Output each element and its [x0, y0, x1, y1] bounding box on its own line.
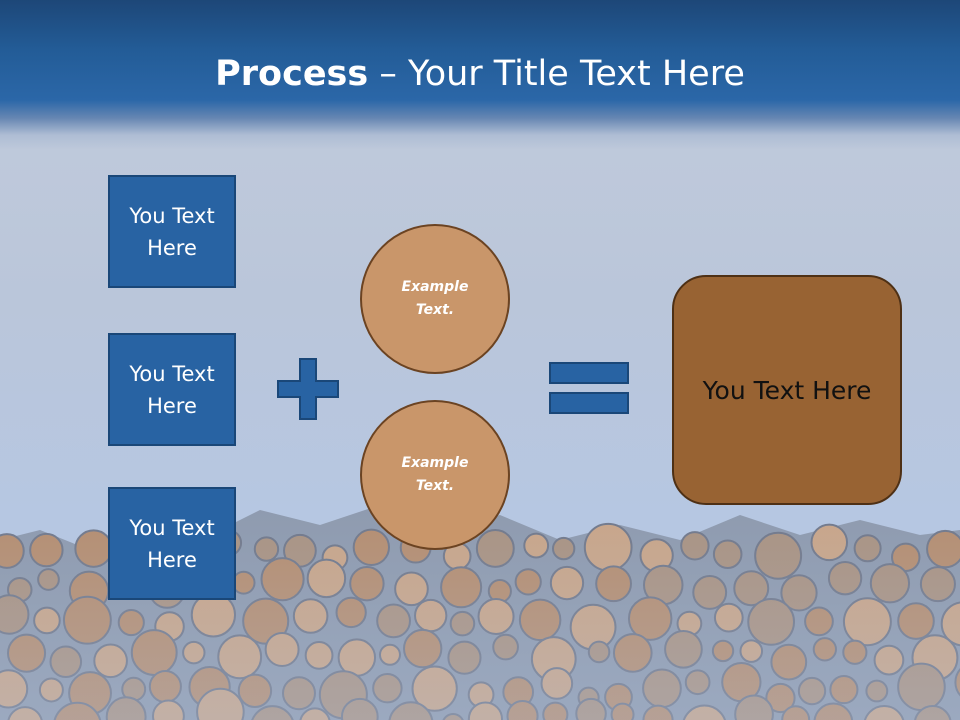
example-circle-1-line2: Text.	[415, 302, 455, 318]
text-box-3-line2: Here	[147, 547, 197, 572]
text-box-1-line1: You Text	[129, 203, 215, 228]
example-circle-1-line1: Example	[401, 279, 469, 295]
equals-icon	[549, 362, 629, 414]
result-label: You Text Here	[702, 375, 872, 405]
text-box-2-line1: You Text	[129, 361, 215, 386]
text-box-3-line1: You Text	[129, 515, 215, 540]
text-box-1-line2: Here	[147, 235, 197, 260]
result-box[interactable]: You Text Here	[672, 275, 902, 505]
text-box-2-line2: Here	[147, 393, 197, 418]
log-pile-image	[0, 480, 960, 720]
title-rest: – Your Title Text Here	[368, 54, 745, 94]
example-circle-2-line1: Example	[401, 455, 469, 471]
example-circle-2-line2: Text.	[415, 478, 455, 494]
plus-icon	[277, 358, 339, 420]
title-bold: Process	[215, 54, 369, 94]
header-band	[0, 0, 960, 150]
slide-title: Process – Your Title Text Here	[0, 50, 960, 98]
